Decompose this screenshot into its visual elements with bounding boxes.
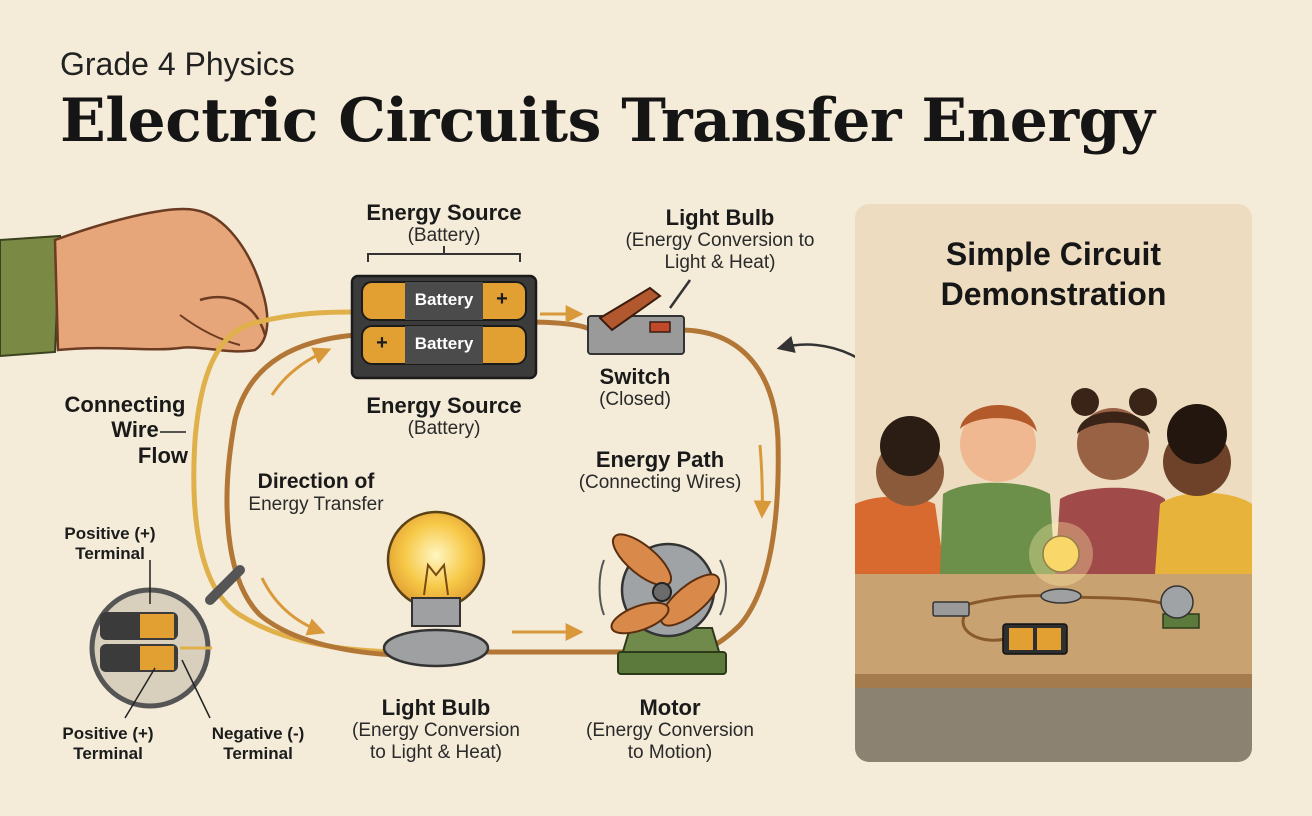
child-3: [1055, 388, 1170, 574]
energy-path-sub: (Connecting Wires): [578, 472, 742, 494]
light-bulb-top-sub2: Light & Heat): [664, 252, 776, 274]
label-direction: Direction of Energy Transfer: [226, 470, 406, 516]
magnifier-inset: [89, 431, 245, 719]
circuit-wires: [191, 309, 781, 658]
energy-flow-arrows: [260, 305, 772, 641]
motor-sub2: to Motion): [627, 742, 713, 764]
energy-source-bottom-heading: Energy Source: [366, 393, 522, 418]
switch-heading: Switch: [599, 364, 671, 389]
label-positive-top: Positive (+) Terminal: [48, 524, 172, 563]
energy-path-heading: Energy Path: [595, 447, 725, 472]
child-4: [1155, 404, 1252, 574]
switch-sub: (Closed): [599, 389, 671, 411]
connecting-wire-line2: Wire: [111, 417, 159, 443]
panel-title: Simple Circuit Demonstration: [855, 234, 1252, 314]
label-energy-source-bottom: Energy Source (Battery): [344, 393, 544, 440]
page-title: Electric Circuits Transfer Energy: [60, 86, 1155, 156]
direction-line2: Energy Transfer: [248, 494, 384, 516]
connecting-wire-line3: Flow: [137, 442, 188, 468]
direction-line1: Direction of: [257, 470, 375, 493]
battery-pack: [350, 246, 538, 380]
motor-illustration: [598, 533, 727, 675]
motor-heading: Motor: [639, 695, 701, 720]
label-negative: Negative (-) Terminal: [196, 724, 320, 763]
page-subtitle: Grade 4 Physics: [60, 46, 295, 82]
light-bulb-top-heading: Light Bulb: [665, 205, 775, 230]
child-2: [940, 404, 1055, 574]
positive-top-line1: Positive (+): [64, 524, 156, 543]
negative-line1: Negative (-): [211, 724, 305, 743]
positive-bottom-line2: Terminal: [73, 743, 143, 763]
light-bulb-bottom-heading: Light Bulb: [381, 695, 491, 720]
label-energy-source-top: Energy Source (Battery): [344, 200, 544, 247]
panel-title-line2: Demonstration: [940, 276, 1167, 312]
battery-cell-bottom-label: Battery: [414, 334, 474, 353]
switch-illustration: [587, 279, 692, 355]
label-switch: Switch (Closed): [570, 364, 700, 411]
battery-cell-bottom-plus: +: [376, 332, 388, 354]
energy-source-top-sub: (Battery): [407, 225, 481, 247]
light-bulb-bottom-sub2: to Light & Heat): [369, 742, 503, 764]
light-bulb-top-sub1: (Energy Conversion to: [625, 230, 815, 252]
child-1: [855, 416, 945, 574]
label-motor: Motor (Energy Conversion to Motion): [570, 695, 770, 764]
children-demonstration-illustration: [855, 388, 1252, 762]
positive-top-line2: Terminal: [75, 543, 145, 563]
negative-line2: Terminal: [223, 743, 293, 763]
light-bulb-illustration: [382, 510, 490, 668]
motor-sub1: (Energy Conversion: [586, 720, 754, 742]
label-light-bulb-bottom: Light Bulb (Energy Conversion to Light &…: [330, 695, 542, 764]
panel-pointer-arrow: [776, 336, 860, 362]
label-light-bulb-top: Light Bulb (Energy Conversion to Light &…: [608, 205, 832, 274]
energy-source-top-heading: Energy Source: [366, 200, 522, 225]
circuit-diagram: [0, 207, 860, 719]
label-energy-path: Energy Path (Connecting Wires): [560, 447, 760, 494]
battery-cell-top-label: Battery: [414, 290, 474, 309]
label-positive-bottom: Positive (+) Terminal: [46, 724, 170, 763]
energy-source-bottom-sub: (Battery): [407, 418, 481, 440]
positive-bottom-line1: Positive (+): [62, 724, 154, 743]
light-bulb-bottom-sub1: (Energy Conversion: [352, 720, 520, 742]
hand-illustration: [0, 207, 269, 358]
table-circuit: [932, 522, 1200, 655]
battery-cell-top-plus: +: [496, 288, 508, 310]
demonstration-panel: Simple Circuit Demonstration: [855, 204, 1252, 762]
label-connecting-wire: Connecting Wire Flow: [40, 392, 200, 468]
connecting-wire-line1: Connecting: [64, 392, 186, 417]
panel-title-line1: Simple Circuit: [945, 236, 1162, 272]
